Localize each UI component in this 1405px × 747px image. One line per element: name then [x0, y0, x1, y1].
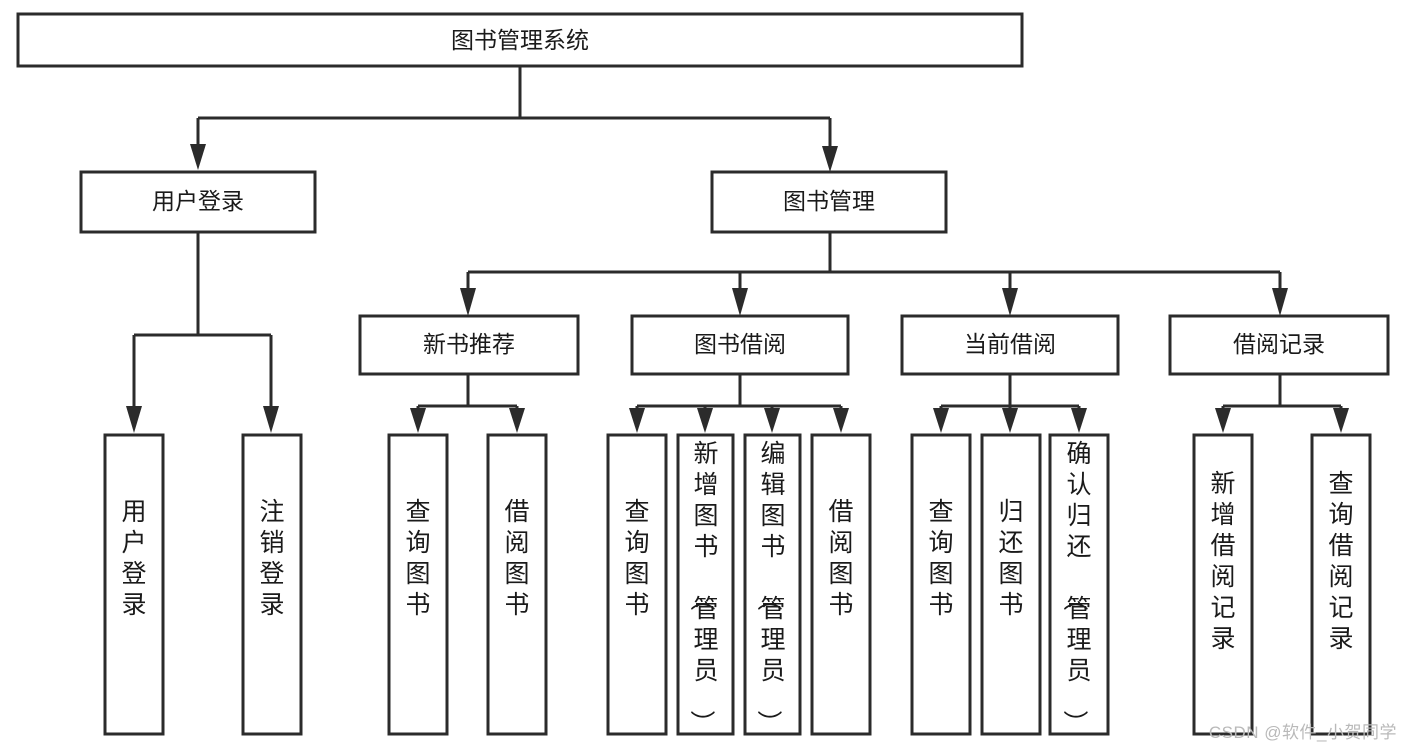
- leaf-node-user-login-login-box[interactable]: [103, 433, 165, 736]
- connector-group-root: [190, 66, 838, 172]
- leaf-node-bb-borrow-book-box[interactable]: [810, 433, 872, 736]
- leaf-node-bb-add-book[interactable]: 新增图书（管理员）: [676, 433, 735, 736]
- arrow-head-cb-l2: [1002, 408, 1018, 433]
- arrow-head-cb-l3: [1071, 408, 1087, 433]
- leaf-node-user-login-logout[interactable]: 注销登录: [241, 433, 303, 736]
- leaf-node-bb-borrow-book[interactable]: 借阅图书: [810, 433, 872, 736]
- arrow-head-book-manage: [822, 146, 838, 172]
- leaf-node-bb-add-book-label: 新增图书（管理员）: [687, 440, 718, 735]
- node-book-borrow[interactable]: 图书借阅: [630, 314, 850, 376]
- arrow-head-new-book-recommend: [460, 288, 476, 316]
- arrow-head-cb-l1: [933, 408, 949, 433]
- node-book-borrow-label: 图书借阅: [694, 331, 786, 357]
- node-borrow-record-box[interactable]: [1168, 314, 1390, 376]
- connector-group-current-borrow: [933, 374, 1087, 433]
- arrow-head-user-login-l1: [126, 406, 142, 433]
- leaf-node-bb-add-book-box[interactable]: [676, 433, 735, 736]
- node-book-manage-label: 图书管理: [783, 188, 875, 214]
- leaf-node-bb-edit-book-box[interactable]: [743, 433, 802, 736]
- leaf-node-user-login-login-label: 用户登录: [121, 498, 146, 619]
- leaf-node-br-add-record-box[interactable]: [1192, 433, 1254, 736]
- node-root-system-box[interactable]: [16, 12, 1024, 68]
- csdn-watermark: CSDN @软件_小贺同学: [1208, 723, 1397, 742]
- connector-group-borrow-record: [1215, 374, 1349, 433]
- leaf-node-br-query-record-label: 查询借阅记录: [1328, 470, 1353, 653]
- arrow-head-current-borrow: [1002, 288, 1018, 316]
- node-book-manage[interactable]: 图书管理: [710, 170, 948, 234]
- leaf-node-cb-confirm-return-label: 确认归还（管理员）: [1060, 440, 1091, 735]
- leaf-node-nbr-borrow-book-label: 借阅图书: [504, 498, 529, 619]
- node-borrow-record-label: 借阅记录: [1233, 331, 1325, 357]
- node-new-book-recommend-label: 新书推荐: [423, 331, 515, 357]
- node-new-book-recommend[interactable]: 新书推荐: [358, 314, 580, 376]
- arrow-head-borrow-record: [1272, 288, 1288, 316]
- arrow-head-user-login-l2: [263, 406, 279, 433]
- leaf-node-cb-query-book-label: 查询图书: [928, 498, 953, 619]
- arrow-head-bb-l1: [629, 408, 645, 433]
- node-current-borrow[interactable]: 当前借阅: [900, 314, 1120, 376]
- arrow-head-nbr-l1: [410, 408, 426, 433]
- leaf-node-nbr-query-book[interactable]: 查询图书: [387, 433, 449, 736]
- leaf-node-cb-confirm-return-box[interactable]: [1048, 433, 1110, 736]
- leaf-node-nbr-borrow-book-box[interactable]: [486, 433, 548, 736]
- leaf-node-nbr-query-book-label: 查询图书: [405, 498, 430, 619]
- leaf-node-br-query-record-box[interactable]: [1310, 433, 1372, 736]
- node-current-borrow-box[interactable]: [900, 314, 1120, 376]
- leaf-node-bb-edit-book[interactable]: 编辑图书（管理员）: [743, 433, 802, 736]
- node-user-login[interactable]: 用户登录: [79, 170, 317, 234]
- node-root-system[interactable]: 图书管理系统: [16, 12, 1024, 68]
- node-user-login-label: 用户登录: [152, 188, 244, 214]
- leaf-node-bb-query-book[interactable]: 查询图书: [606, 433, 668, 736]
- leaf-node-bb-borrow-book-label: 借阅图书: [828, 498, 853, 619]
- leaf-node-bb-edit-book-label: 编辑图书（管理员）: [754, 440, 785, 735]
- arrow-head-bb-l3: [764, 408, 780, 433]
- connector-group-user-login: [126, 232, 279, 433]
- leaf-node-br-add-record-label: 新增借阅记录: [1210, 470, 1235, 653]
- node-book-borrow-box[interactable]: [630, 314, 850, 376]
- leaf-node-br-query-record[interactable]: 查询借阅记录: [1310, 433, 1372, 736]
- leaf-node-user-login-logout-label: 注销登录: [259, 498, 284, 619]
- leaf-node-cb-confirm-return[interactable]: 确认归还（管理员）: [1048, 433, 1110, 736]
- leaf-node-bb-query-book-box[interactable]: [606, 433, 668, 736]
- connector-group-new-book-recommend: [410, 374, 525, 433]
- leaf-node-cb-query-book-box[interactable]: [910, 433, 972, 736]
- node-book-manage-box[interactable]: [710, 170, 948, 234]
- connector-group-book-manage: [460, 232, 1288, 316]
- node-root-system-label: 图书管理系统: [451, 27, 589, 53]
- leaf-node-user-login-login[interactable]: 用户登录: [103, 433, 165, 736]
- leaf-node-cb-query-book[interactable]: 查询图书: [910, 433, 972, 736]
- leaf-node-nbr-borrow-book[interactable]: 借阅图书: [486, 433, 548, 736]
- leaf-node-nbr-query-book-box[interactable]: [387, 433, 449, 736]
- arrow-head-br-l2: [1333, 408, 1349, 433]
- arrow-head-bb-l2: [697, 408, 713, 433]
- leaf-node-user-login-logout-box[interactable]: [241, 433, 303, 736]
- leaf-node-cb-return-book-label: 归还图书: [998, 498, 1023, 619]
- connector-group-book-borrow: [629, 374, 849, 433]
- arrow-head-br-l1: [1215, 408, 1231, 433]
- arrow-head-bb-l4: [833, 408, 849, 433]
- arrow-head-book-borrow: [732, 288, 748, 316]
- node-borrow-record[interactable]: 借阅记录: [1168, 314, 1390, 376]
- leaf-node-bb-query-book-label: 查询图书: [624, 498, 649, 619]
- node-user-login-box[interactable]: [79, 170, 317, 234]
- leaf-node-cb-return-book-box[interactable]: [980, 433, 1042, 736]
- arrow-head-nbr-l2: [509, 408, 525, 433]
- leaf-node-br-add-record[interactable]: 新增借阅记录: [1192, 433, 1254, 736]
- node-new-book-recommend-box[interactable]: [358, 314, 580, 376]
- node-current-borrow-label: 当前借阅: [964, 331, 1056, 357]
- leaf-node-cb-return-book[interactable]: 归还图书: [980, 433, 1042, 736]
- arrow-head-user-login: [190, 144, 206, 170]
